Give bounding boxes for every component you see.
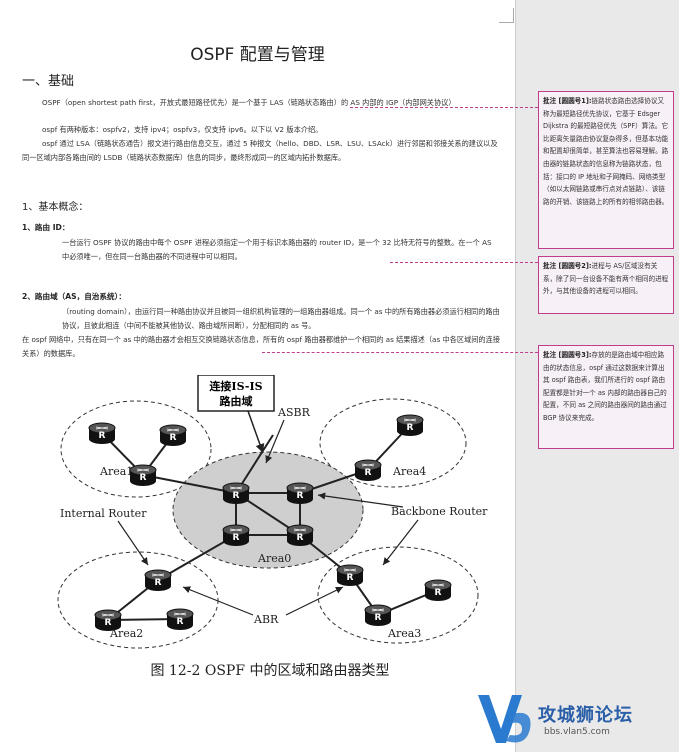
router-glyph: R <box>347 573 354 583</box>
router-glyph: R <box>233 533 240 543</box>
router-icons: R R R R R R R R R R R R R R R <box>88 414 452 632</box>
heading-router-id: 1、路由 ID： <box>22 223 70 232</box>
label-abr: ABR <box>253 613 279 626</box>
router-icon: R <box>222 482 250 505</box>
page-corner-mark <box>499 8 514 23</box>
router-icon: R <box>396 414 424 437</box>
router-glyph: R <box>375 613 382 623</box>
paragraph-text: OSPF（open shortest path first，开放式最短路径优先）… <box>42 98 456 107</box>
site-watermark: 攻城狮论坛 bbs.vlan5.com <box>470 685 679 752</box>
comment-tag: 批注 [圆圆号3]: <box>543 351 592 359</box>
router-glyph: R <box>297 533 304 543</box>
router-glyph: R <box>140 473 147 483</box>
comment-anchor-line <box>262 352 538 353</box>
heading-routing-domain: 2、路由域（AS，自治系统）： <box>22 292 126 301</box>
section-heading: 一、基础 <box>22 74 75 89</box>
router-icon: R <box>424 579 452 602</box>
area3-boundary <box>317 546 479 644</box>
comment-anchor-line <box>350 107 538 108</box>
label-area3: Area3 <box>387 627 421 640</box>
ospf-area-diagram: R R R R R R R R R R R R R R R 连接IS-IS 路由… <box>57 375 488 649</box>
label-internal-router: Internal Router <box>60 507 147 520</box>
comment-text: 进程与 AS/区域没有关系，除了同一台设备不能有两个相同的进程外，与其他设备的进… <box>543 262 669 296</box>
comment-tag: 批注 [圆圆号1]: <box>543 97 592 105</box>
isis-callout-box <box>197 375 275 412</box>
router-icon: R <box>94 609 122 632</box>
comment-tag: 批注 [圆圆号2]: <box>543 262 592 270</box>
comment-2[interactable]: 批注 [圆圆号2]:进程与 AS/区域没有关系，除了同一台设备不能有两个相同的进… <box>538 256 674 314</box>
router-glyph: R <box>407 423 414 433</box>
router-glyph: R <box>105 618 112 628</box>
router-glyph: R <box>155 578 162 588</box>
router-icon: R <box>286 524 314 547</box>
label-area0: Area0 <box>257 552 291 565</box>
router-glyph: R <box>297 491 304 501</box>
router-glyph: R <box>365 468 372 478</box>
label-area2: Area2 <box>109 627 143 640</box>
paragraph-router-id: 一台运行 OSPF 协议的路由中每个 OSPF 进程必须指定一个用于标识本路由器… <box>62 238 492 261</box>
document-page: OSPF 配置与管理 一、基础 OSPF（open shortest path … <box>22 8 514 679</box>
area2-boundary <box>57 551 219 649</box>
router-glyph: R <box>170 433 177 443</box>
watermark-url: bbs.vlan5.com <box>544 727 610 737</box>
paragraph-ospf-network: 在 ospf 网络中，只有在同一个 as 中的路由器才会相互交换链路状态信息，所… <box>22 335 500 358</box>
comment-text: 存放的是路由域中相应路由的状态信息，ospf 通过这数据来计算出其 ospf 路… <box>543 351 667 422</box>
router-icon: R <box>222 524 250 547</box>
router-icon: R <box>88 422 116 445</box>
network-links <box>101 424 439 622</box>
comment-1[interactable]: 批注 [圆圆号1]:链路状态路由选择协议又称为最短路径优先协议，它基于 Edsg… <box>538 91 674 249</box>
paragraph-routing-domain: （routing domain），由运行同一种路由协议并且被同一组织机构管理的一… <box>62 307 500 330</box>
comment-text: 链路状态路由选择协议又称为最短路径优先协议，它基于 Edsger Dijkstr… <box>543 97 669 206</box>
label-asbr: ASBR <box>277 406 311 419</box>
paragraph-versions: ospf 有两种版本：ospfv2，支持 ipv4；ospfv3，仅支持 ipv… <box>42 125 323 134</box>
label-area1: Area1 <box>99 465 133 478</box>
router-glyph: R <box>177 617 184 627</box>
watermark-brand: 攻城狮论坛 <box>538 705 633 726</box>
isis-callout-line2: 路由域 <box>220 394 253 408</box>
document-title: OSPF 配置与管理 <box>190 45 325 65</box>
label-area4: Area4 <box>392 465 426 478</box>
router-icon: R <box>166 608 194 631</box>
vlan5-logo-icon <box>478 695 531 743</box>
router-icon: R <box>286 482 314 505</box>
router-icon: R <box>354 459 382 482</box>
paragraph-ospf-intro: OSPF（open shortest path first，开放式最短路径优先）… <box>22 96 500 110</box>
area1-boundary <box>60 400 212 498</box>
comment-3[interactable]: 批注 [圆圆号3]:存放的是路由域中相应路由的状态信息，ospf 通过这数据来计… <box>538 345 674 449</box>
paragraph-lsa: ospf 通过 LSA（链路状态通告）报文进行路由信息交互，通过 5 种报文（h… <box>22 139 498 162</box>
label-backbone-router: Backbone Router <box>391 505 488 518</box>
area4-boundary <box>319 398 467 488</box>
subheading-basic-concepts: 1、基本概念： <box>22 202 89 213</box>
comment-anchor-line <box>390 262 538 263</box>
router-glyph: R <box>99 431 106 441</box>
router-glyph: R <box>233 491 240 501</box>
router-icon: R <box>336 564 364 587</box>
router-icon: R <box>144 569 172 592</box>
router-icon: R <box>159 424 187 447</box>
isis-callout-line1: 连接IS-IS <box>209 379 262 393</box>
figure-caption: 图 12-2 OSPF 中的区域和路由器类型 <box>150 663 390 679</box>
router-icon: R <box>129 464 157 487</box>
router-icon: R <box>364 604 392 627</box>
router-glyph: R <box>435 588 442 598</box>
area0-backbone <box>172 451 364 569</box>
